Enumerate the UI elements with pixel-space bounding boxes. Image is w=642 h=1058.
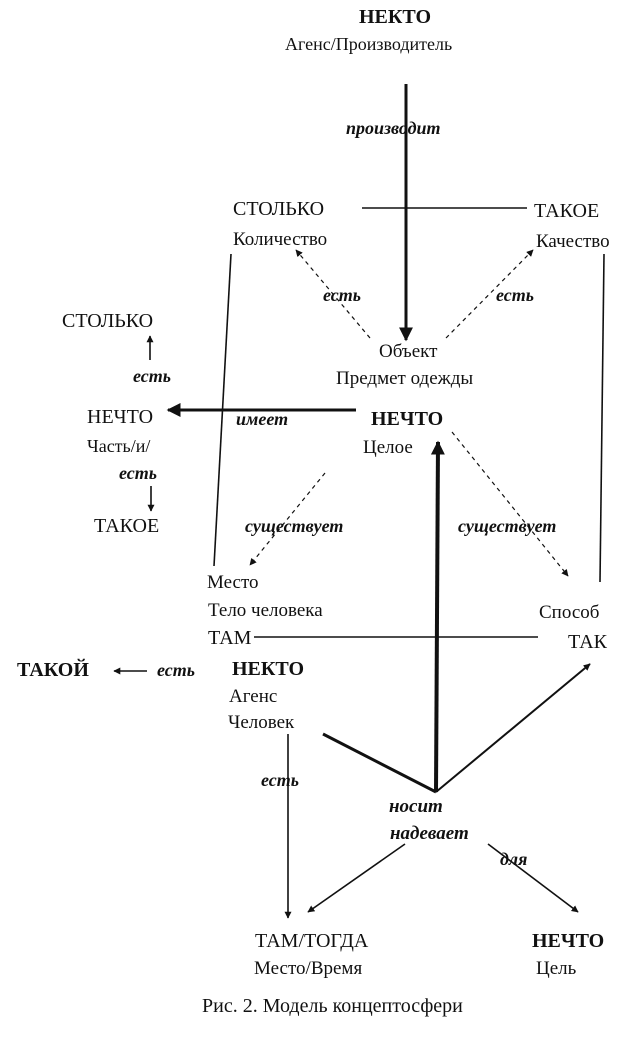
arrow-is-quantity <box>295 249 371 339</box>
relation-has: имеет <box>236 409 289 429</box>
relation-human-is-place-time: есть <box>261 770 299 790</box>
arrow-wears-whole <box>430 440 445 793</box>
link-quality-manner <box>599 253 605 583</box>
arrow-wears-manner <box>435 663 591 793</box>
node-part-takoe: ТАКОЕ <box>94 515 160 537</box>
arrow-puts-on-place-time <box>307 843 406 913</box>
relation-produces: производит <box>346 118 441 138</box>
node-part-title: НЕЧТО <box>87 406 154 428</box>
node-human-takoy: ТАКОЙ <box>17 659 89 681</box>
node-part-subtitle: Часть/и/ <box>87 436 151 456</box>
node-manner-line1: Способ <box>539 602 600 623</box>
node-place-time-subtitle: Место/Время <box>254 958 363 979</box>
arrow-for-goal <box>487 843 579 913</box>
node-quantity-subtitle: Количество <box>233 229 328 250</box>
node-human-line3: Человек <box>228 712 295 733</box>
node-place-time-title: ТАМ/ТОГДА <box>255 930 369 952</box>
relation-part-is-takoe: есть <box>119 463 157 483</box>
relation-for: для <box>500 849 528 869</box>
node-place-line1: Место <box>207 572 259 593</box>
node-goal-subtitle: Цель <box>536 958 577 979</box>
node-goal-title: НЕЧТО <box>532 930 605 952</box>
node-top-agent-subtitle: Агенс/Производитель <box>285 34 453 54</box>
relation-part-is-stolko: есть <box>133 366 171 386</box>
node-human-title: НЕКТО <box>232 658 305 680</box>
node-quality-subtitle: Качество <box>536 231 610 252</box>
node-whole-subtitle: Целое <box>363 437 413 458</box>
node-manner-line2: ТАК <box>568 631 608 653</box>
relation-human-is-takoy: есть <box>157 660 195 680</box>
relation-puts-on: надевает <box>390 823 469 844</box>
node-place-line2: Тело человека <box>208 600 323 621</box>
node-top-agent-title: НЕКТО <box>359 6 432 28</box>
arrow-exists-place <box>249 472 326 566</box>
node-object-line2: Предмет одежды <box>336 368 474 389</box>
relation-wears: носит <box>389 796 443 817</box>
relation-exists-place: существует <box>245 516 344 536</box>
node-whole-title: НЕЧТО <box>371 408 444 430</box>
figure-caption: Рис. 2. Модель концептосфери <box>202 995 463 1017</box>
node-place-line3: ТАМ <box>208 627 252 649</box>
node-human-line2: Агенс <box>229 686 278 707</box>
relation-exists-manner: существует <box>458 516 557 536</box>
relation-is-quantity: есть <box>323 285 361 305</box>
arrow-exists-manner <box>451 431 569 577</box>
relation-is-quality: есть <box>496 285 534 305</box>
node-quality-title: ТАКОЕ <box>534 200 600 222</box>
link-human-wears <box>322 732 437 794</box>
node-object-line1: Объект <box>379 341 438 362</box>
node-part-stolko: СТОЛЬКО <box>62 310 154 332</box>
node-quantity-title: СТОЛЬКО <box>233 198 325 220</box>
